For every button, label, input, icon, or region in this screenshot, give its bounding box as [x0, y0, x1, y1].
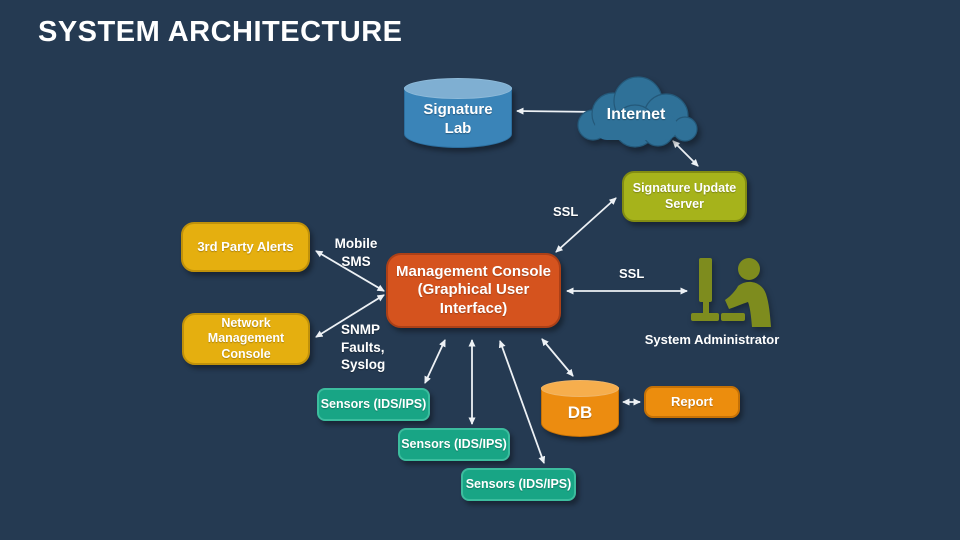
db-label: DB	[567, 403, 593, 422]
network-management-console-label: Network Management Console	[207, 316, 285, 361]
internet-label: Internet	[606, 106, 666, 123]
sensors-1-label: Sensors (IDS/IPS)	[320, 396, 427, 411]
internet-node: Internet	[573, 72, 699, 150]
db-node: DB	[541, 380, 619, 437]
cylinder-top	[541, 380, 619, 397]
page-title: SYSTEM ARCHITECTURE	[38, 16, 403, 48]
signature-lab-node: Signature Lab	[404, 78, 512, 148]
sensors-3-label: Sensors (IDS/IPS)	[465, 476, 572, 491]
signature-update-server-label: Signature Update Server	[632, 181, 737, 211]
third-party-alerts-label: 3rd Party Alerts	[197, 239, 294, 255]
sensors-1-node: Sensors (IDS/IPS)	[317, 388, 430, 421]
arrow-console-db	[541, 338, 574, 377]
arrow-console-sensors-1	[424, 339, 446, 384]
mobile-sms-label: Mobile SMS	[334, 236, 378, 269]
ssl-label-update-server: SSL	[553, 204, 579, 219]
network-management-console-node: Network Management Console	[182, 313, 310, 365]
third-party-alerts-node: 3rd Party Alerts	[181, 222, 310, 272]
system-administrator-label: System Administrator	[644, 332, 780, 347]
management-console-node: Management Console (Graphical User Inter…	[386, 253, 561, 328]
sensors-2-node: Sensors (IDS/IPS)	[398, 428, 510, 461]
snmp-faults-syslog-label: SNMP Faults, Syslog	[341, 322, 386, 373]
signature-update-server-node: Signature Update Server	[622, 171, 747, 222]
sensors-3-node: Sensors (IDS/IPS)	[461, 468, 576, 501]
ssl-label-admin: SSL	[619, 266, 645, 281]
system-administrator-icon	[690, 256, 775, 329]
sensors-2-label: Sensors (IDS/IPS)	[401, 436, 507, 451]
signature-lab-label: Signature Lab	[423, 101, 493, 137]
cylinder-top	[404, 78, 512, 99]
cloud-icon	[577, 76, 698, 148]
management-console-label: Management Console (Graphical User Inter…	[395, 263, 552, 317]
report-label: Report	[671, 394, 713, 410]
report-node: Report	[644, 386, 740, 418]
